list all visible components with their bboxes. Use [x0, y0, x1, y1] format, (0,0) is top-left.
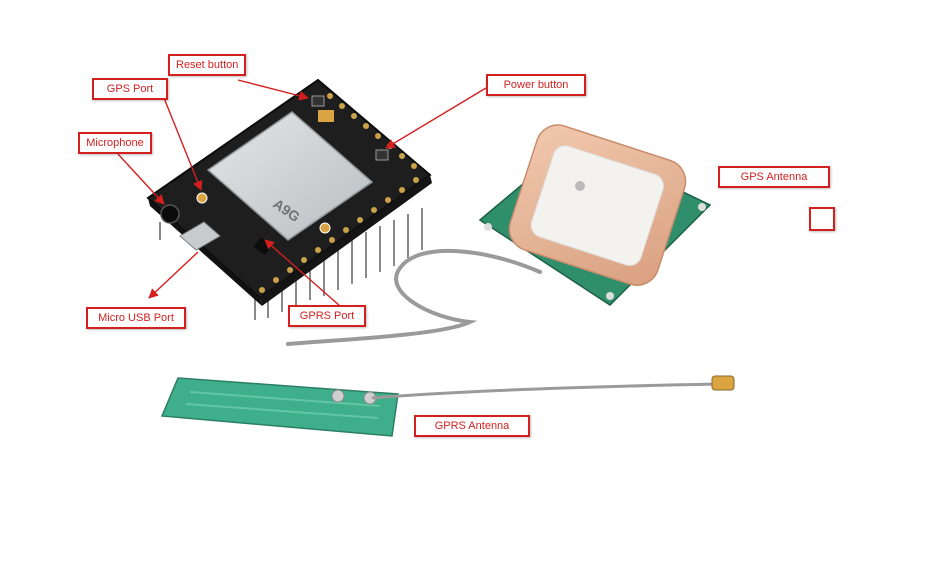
- gprs-pcb-antenna: [160, 375, 735, 437]
- gprs-antenna-board: [160, 377, 399, 437]
- label-reset-button: Reset button: [168, 54, 247, 76]
- gprs-antenna-ufl: [711, 375, 735, 391]
- gprs-antenna-cable: [371, 382, 719, 400]
- arrow-micro-usb-port: [148, 251, 199, 299]
- gps-patch-antenna: [286, 124, 712, 346]
- microphone-part: [160, 204, 180, 224]
- label-micro-usb-port: Micro USB Port: [86, 307, 186, 329]
- micro-usb-part: [179, 221, 221, 251]
- arrow-gprs-port: [264, 239, 341, 307]
- annotation-arrows: [117, 79, 487, 307]
- a9g-dev-board: A9G: [146, 78, 432, 320]
- arrow-power-button: [385, 87, 487, 149]
- gold-component: [318, 110, 334, 122]
- gprs-port-connector: [319, 222, 331, 234]
- label-microphone: Microphone: [78, 132, 152, 154]
- a9g-module-shield: [206, 111, 374, 241]
- arrow-microphone: [117, 153, 165, 205]
- label-gps-port: GPS Port: [92, 78, 168, 100]
- header-pads: [259, 93, 419, 293]
- arrow-gps-port: [163, 97, 203, 191]
- reset-button-part: [311, 95, 325, 107]
- empty-label-box: [809, 207, 835, 231]
- label-gps-antenna: GPS Antenna: [718, 166, 830, 188]
- label-gprs-antenna: GPRS Antenna: [414, 415, 530, 437]
- gps-port-connector: [196, 192, 208, 204]
- arrow-reset-button: [237, 79, 309, 101]
- label-power-button: Power button: [486, 74, 586, 96]
- gps-antenna-cable: [286, 248, 542, 346]
- label-gprs-port: GPRS Port: [288, 305, 366, 327]
- power-button-part: [375, 149, 389, 161]
